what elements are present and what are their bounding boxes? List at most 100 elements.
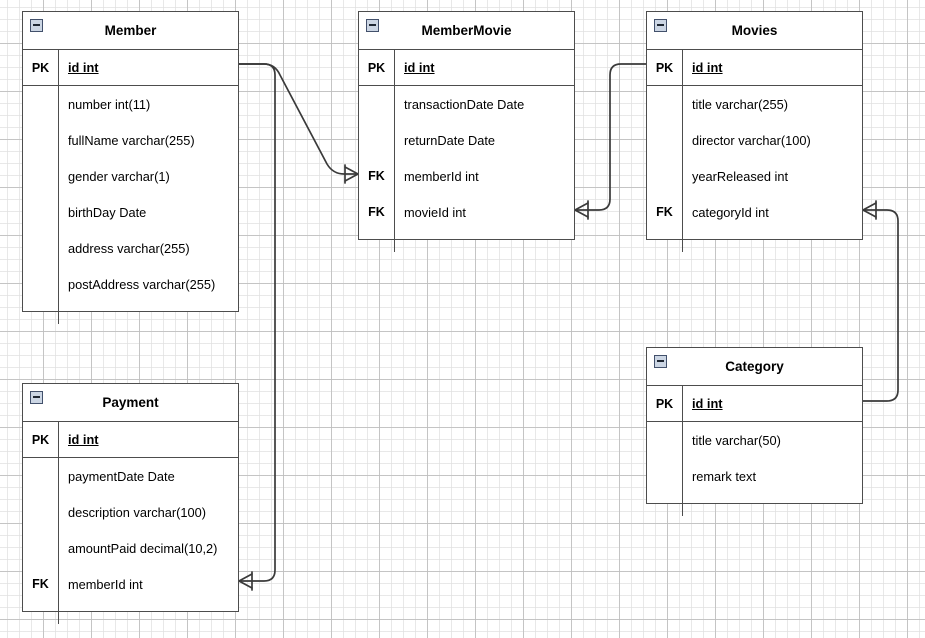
entity-movies[interactable]: Movies PK id int title varchar(255) dire…: [646, 11, 863, 252]
table-row[interactable]: director varchar(100): [647, 122, 862, 158]
key-label: [23, 194, 59, 230]
connector-member-membermovie: [238, 63, 359, 175]
key-label: PK: [359, 50, 395, 85]
key-label: [23, 158, 59, 194]
key-label: [647, 422, 683, 458]
table-row[interactable]: address varchar(255): [23, 230, 238, 266]
entity-payment-name: Payment: [102, 395, 159, 410]
table-row[interactable]: FK categoryId int: [647, 194, 862, 230]
attribute-name: yearReleased int: [692, 168, 789, 184]
key-label: [359, 86, 395, 122]
entity-category-title-bar: Category: [647, 348, 862, 386]
table-row[interactable]: transactionDate Date: [359, 86, 574, 122]
connector-member-payment: [238, 63, 276, 582]
table-row[interactable]: amountPaid decimal(10,2): [23, 530, 238, 566]
table-row[interactable]: description varchar(100): [23, 494, 238, 530]
table-row[interactable]: PK id int: [647, 50, 862, 86]
key-cell-empty: [359, 230, 395, 252]
attribute-name: id int: [68, 60, 99, 75]
key-cell-empty: [23, 602, 59, 624]
key-label: [359, 122, 395, 158]
table-row[interactable]: remark text: [647, 458, 862, 494]
attribute-name: number int(11): [68, 96, 151, 112]
table-row[interactable]: PK id int: [23, 50, 238, 86]
table-row[interactable]: FK movieId int: [359, 194, 574, 230]
connector-movies-membermovie: [574, 63, 647, 211]
table-row[interactable]: PK id int: [647, 386, 862, 422]
attribute-name: id int: [404, 60, 435, 75]
entity-movies-title-bar: Movies: [647, 12, 862, 50]
table-row[interactable]: returnDate Date: [359, 122, 574, 158]
attribute-name: title varchar(255): [692, 96, 789, 112]
table-row[interactable]: title varchar(50): [647, 422, 862, 458]
crowsfoot-category-movies: [862, 200, 877, 220]
attribute-name: postAddress varchar(255): [68, 276, 216, 292]
table-row[interactable]: number int(11): [23, 86, 238, 122]
entity-membermovie[interactable]: MemberMovie PK id int transactionDate Da…: [358, 11, 575, 252]
key-label: [23, 458, 59, 494]
attribute-name: amountPaid decimal(10,2): [68, 540, 218, 556]
key-label: [647, 86, 683, 122]
table-row[interactable]: FK memberId int: [359, 158, 574, 194]
entity-category[interactable]: Category PK id int title varchar(50) rem…: [646, 347, 863, 516]
table-row[interactable]: gender varchar(1): [23, 158, 238, 194]
key-label: PK: [647, 386, 683, 421]
attribute-name: birthDay Date: [68, 204, 147, 220]
key-label: FK: [23, 566, 59, 602]
attribute-name: id int: [68, 432, 99, 447]
key-label: FK: [359, 194, 395, 230]
attribute-name: remark text: [692, 468, 756, 484]
key-label: [23, 266, 59, 302]
attribute-cell-empty: [59, 302, 238, 324]
table-row[interactable]: paymentDate Date: [23, 458, 238, 494]
table-row[interactable]: yearReleased int: [647, 158, 862, 194]
table-row-empty: [23, 602, 238, 624]
table-row-empty: [23, 302, 238, 324]
entity-payment-title-bar: Payment: [23, 384, 238, 422]
key-label: [647, 458, 683, 494]
table-row[interactable]: title varchar(255): [647, 86, 862, 122]
table-row-empty: [647, 230, 862, 252]
collapse-minus-icon[interactable]: [30, 19, 43, 32]
entity-member-name: Member: [104, 23, 157, 38]
attribute-name: id int: [692, 396, 723, 411]
table-row[interactable]: PK id int: [359, 50, 574, 86]
table-row[interactable]: PK id int: [23, 422, 238, 458]
entity-member[interactable]: Member PK id int number int(11) fullName…: [22, 11, 239, 324]
attribute-name: memberId int: [68, 576, 143, 592]
key-label: [23, 530, 59, 566]
attribute-cell-empty: [683, 494, 862, 516]
entity-membermovie-title-bar: MemberMovie: [359, 12, 574, 50]
key-label: [23, 122, 59, 158]
key-label: [647, 158, 683, 194]
collapse-minus-icon[interactable]: [654, 19, 667, 32]
key-cell-empty: [647, 494, 683, 516]
entity-membermovie-name: MemberMovie: [421, 23, 512, 38]
attribute-name: director varchar(100): [692, 132, 811, 148]
attribute-name: address varchar(255): [68, 240, 190, 256]
crowsfoot-member-payment: [238, 571, 253, 591]
table-row-empty: [647, 494, 862, 516]
table-row[interactable]: birthDay Date: [23, 194, 238, 230]
collapse-minus-icon[interactable]: [366, 19, 379, 32]
table-row[interactable]: postAddress varchar(255): [23, 266, 238, 302]
table-row[interactable]: FK memberId int: [23, 566, 238, 602]
attribute-name: transactionDate Date: [404, 96, 525, 112]
connector-category-movies: [862, 209, 899, 402]
entity-payment[interactable]: Payment PK id int paymentDate Date descr…: [22, 383, 239, 624]
table-row[interactable]: fullName varchar(255): [23, 122, 238, 158]
entity-category-name: Category: [725, 359, 784, 374]
key-cell-empty: [647, 230, 683, 252]
key-cell-empty: [23, 302, 59, 324]
attribute-name: paymentDate Date: [68, 468, 175, 484]
key-label: [23, 494, 59, 530]
attribute-name: fullName varchar(255): [68, 132, 195, 148]
key-label: [23, 86, 59, 122]
attribute-name: description varchar(100): [68, 504, 206, 520]
table-row-empty: [359, 230, 574, 252]
collapse-minus-icon[interactable]: [30, 391, 43, 404]
collapse-minus-icon[interactable]: [654, 355, 667, 368]
key-label: PK: [647, 50, 683, 85]
key-label: [647, 122, 683, 158]
